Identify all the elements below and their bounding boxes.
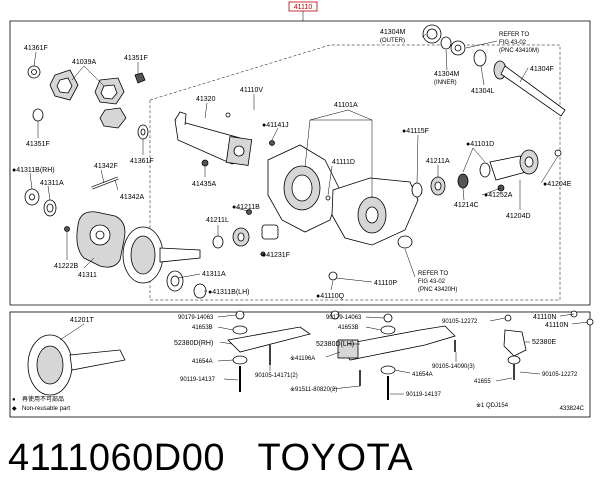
- label-41361F-bot: 41361F: [130, 158, 154, 165]
- callout-labels: 41361F 41039A 41351F 41351F 41361F 41342…: [12, 29, 578, 409]
- diff-gear-group: [24, 65, 207, 299]
- refer-top-line3: (PNC 43410M): [499, 48, 539, 54]
- label-41110N-b: 41110N: [545, 322, 568, 329]
- label-inner: (INNER): [434, 80, 457, 86]
- axle-shaft-group: [422, 24, 566, 117]
- label-41111D: 41111D: [332, 159, 355, 166]
- refer-mid-line3: (PNC 43420H): [418, 287, 457, 293]
- axle-tube-group: [174, 111, 279, 257]
- label-52380D-RH: 52380D(RH): [174, 340, 213, 347]
- label-41039A: 41039A: [72, 59, 96, 66]
- lower-frame: [9, 311, 591, 418]
- label-52380E: 52380E: [532, 339, 556, 346]
- figure-code: 433824C: [560, 406, 585, 412]
- label-91511: ※91511-80820(2): [290, 386, 337, 393]
- label-41141J: ●41141J: [262, 122, 289, 129]
- label-41351F-top: 41351F: [124, 55, 148, 62]
- label-41342A: 41342A: [120, 194, 144, 201]
- part-number-caption: 4111060D00 TOYOTA: [8, 430, 598, 486]
- label-90179-right: 90179-14063: [326, 315, 362, 321]
- label-41342F: 41342F: [94, 163, 118, 170]
- label-41311: 41311: [78, 272, 97, 279]
- label-41201T: 41201T: [70, 317, 94, 324]
- label-41115F: ●41115F: [402, 128, 429, 135]
- label-41204E: ●41204E: [543, 181, 572, 188]
- label-90105-12272-a: 90105-12272: [442, 319, 478, 325]
- label-41320: 41320: [196, 96, 216, 103]
- label-90105-12272-b: 90105-12272: [542, 372, 578, 378]
- label-41101A: 41101A: [334, 102, 358, 109]
- refer-mid-line2: FIG 43-02: [418, 279, 446, 285]
- label-41196A: ※41196A: [290, 355, 315, 362]
- label-90105-14090: 90105-14090(3): [432, 364, 475, 370]
- leader-lines: [29, 33, 589, 395]
- refer-top-line1: REFER TO: [499, 32, 529, 38]
- label-41110Q: ●41110Q: [316, 293, 345, 300]
- label-41311B-LH: ●41311B(LH): [208, 289, 249, 296]
- label-41653B-left: 41653B: [192, 325, 213, 331]
- label-41211A: 41211A: [426, 158, 450, 165]
- label-41311A-left: 41311A: [40, 180, 64, 187]
- parts-diagram: 41110: [9, 1, 594, 418]
- label-52380D-LH: 52380D(LH): [316, 341, 354, 348]
- label-41304M-inner: 41304M: [434, 71, 459, 78]
- label-41204D: 41204D: [506, 213, 531, 220]
- label-41653B-right: 41653B: [338, 325, 359, 331]
- legend-text-1: 再使用不可部品: [22, 395, 64, 403]
- label-41311B-RH: ●41311B(RH): [12, 167, 55, 174]
- label-41110V: 41110V: [240, 87, 263, 94]
- label-41211B: ●41211B: [232, 204, 260, 211]
- label-90119-left: 90119-14137: [180, 377, 216, 383]
- label-41101D: ●41101D: [466, 141, 494, 148]
- refer-top-line2: FIG 43-02: [499, 40, 527, 46]
- label-41304L: 41304L: [471, 88, 494, 95]
- label-90179-left: 90179-14063: [178, 315, 214, 321]
- refer-mid-line1: REFER TO: [418, 271, 448, 277]
- label-41222B: 41222B: [54, 263, 78, 270]
- label-41654A-left: 41654A: [192, 359, 213, 365]
- label-41654A-right: 41654A: [412, 372, 433, 378]
- assembly-frame: [9, 20, 591, 306]
- label-90105-14171: 90105-14171(2): [255, 373, 298, 379]
- lower-parts-group: [27, 310, 594, 400]
- carrier-housing-group: [267, 144, 562, 281]
- legend-mark-1: ●: [12, 397, 16, 403]
- part-number: 4111060D00: [8, 437, 226, 479]
- label-41214C: 41214C: [454, 202, 479, 209]
- label-41252A: ●41252A: [484, 192, 513, 199]
- label-41304M-outer: 41304M: [380, 29, 405, 36]
- label-41655: 41655: [474, 379, 491, 385]
- legend: ● 再使用不可部品 ◆ Non-reusable part: [12, 395, 70, 412]
- label-41361F-top: 41361F: [24, 45, 48, 52]
- label-41304F: 41304F: [530, 66, 554, 73]
- label-outer: (OUTER): [380, 38, 405, 44]
- label-qdj154: ※1 QDJ154: [476, 402, 509, 409]
- label-90119-right: 90119-14137: [406, 392, 442, 398]
- label-41435A: 41435A: [192, 181, 216, 188]
- label-41211L: 41211L: [206, 217, 229, 224]
- label-41110N-a: 41110N: [533, 314, 556, 321]
- label-41311A-right: 41311A: [202, 271, 226, 278]
- legend-text-2: Non-reusable part: [22, 406, 70, 412]
- label-41351F-bot: 41351F: [26, 141, 50, 148]
- legend-mark-2: ◆: [12, 406, 17, 412]
- label-41110P: 41110P: [374, 280, 397, 287]
- brand-name: TOYOTA: [257, 437, 414, 479]
- label-41231F: ●41231F: [262, 252, 290, 259]
- header-code: 41110: [294, 4, 313, 11]
